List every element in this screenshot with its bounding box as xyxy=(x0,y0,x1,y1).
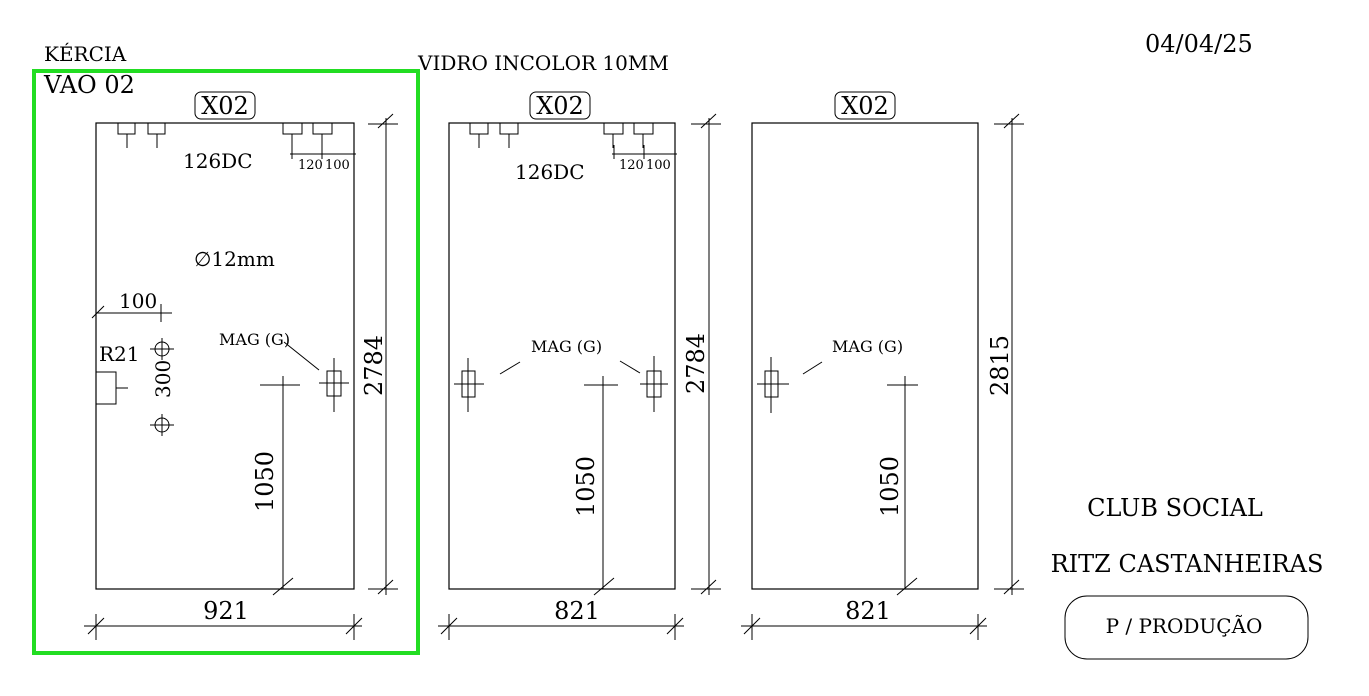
panel-3-handle-dim xyxy=(887,376,918,596)
panel-1-lock-cutout xyxy=(96,371,128,405)
panel-3-mag-label: MAG (G) xyxy=(832,337,903,356)
panel-1-height: 2784 xyxy=(360,335,388,396)
client-name: KÉRCIA xyxy=(44,42,127,66)
panel-1-handle-height: 1050 xyxy=(251,451,279,512)
panel-1-handle-dim xyxy=(260,376,300,596)
panel-1-spacing-label: 300 xyxy=(151,360,175,398)
panel-3-tag-box xyxy=(834,91,896,120)
panel-2-hinges xyxy=(469,123,677,159)
panel-3-tag: X02 xyxy=(841,92,889,120)
drawing-date: 04/04/25 xyxy=(1145,30,1253,58)
panel-1[interactable]: X02 126DC 120 100 ∅12mm 100 R21 300 xyxy=(84,91,398,640)
opening-label: VAO 02 xyxy=(43,71,135,99)
panel-1-width: 921 xyxy=(203,597,249,625)
panel-1-hinge-label: 126DC xyxy=(183,149,253,173)
panel-3-height-dim xyxy=(994,113,1024,595)
panel-1-hole-label: ∅12mm xyxy=(194,247,275,271)
panel-1-corner-label: R21 xyxy=(99,342,140,366)
project-line-2: RITZ CASTANHEIRAS xyxy=(1051,550,1324,578)
panel-1-mag-leader xyxy=(283,341,320,371)
panel-2-width-dim xyxy=(438,614,684,640)
panel-3-handle-height: 1050 xyxy=(876,456,904,517)
panel-2-glass xyxy=(448,122,676,590)
panel-1-edge-dim xyxy=(91,304,172,322)
selected-panel-frame[interactable] xyxy=(32,69,420,655)
panel-1-height-dim xyxy=(368,113,398,595)
panel-1-glass xyxy=(95,122,355,590)
panel-3-width: 821 xyxy=(845,597,891,625)
panel-2-height-dim xyxy=(691,113,721,595)
panel-3-width-dim xyxy=(741,614,987,640)
panel-3-height: 2815 xyxy=(986,335,1014,396)
panel-2-dim-b: 100 xyxy=(646,158,671,173)
panel-2-handle-dim xyxy=(584,376,618,596)
panel-1-tag-box xyxy=(194,91,256,120)
panel-1-dim-a: 120 xyxy=(298,158,323,173)
panel-3-mag-leader xyxy=(802,361,823,375)
panel-2-hinge-label: 126DC xyxy=(515,160,585,184)
panel-3-mag-fitting xyxy=(757,357,789,413)
panel-1-width-dim xyxy=(84,614,363,640)
panel-1-dim-b: 100 xyxy=(325,158,350,173)
panel-1-mag-fitting xyxy=(319,358,349,412)
panel-2-mag-leader-right xyxy=(619,360,641,374)
panel-2-dim-a: 120 xyxy=(619,158,644,173)
panel-3[interactable]: X02 MAG (G) 1050 2815 821 xyxy=(741,91,1024,640)
panel-2-tag: X02 xyxy=(536,92,584,120)
panel-2-mag-leader-left xyxy=(499,361,521,375)
panel-3-glass xyxy=(751,122,979,590)
panel-1-mag-label: MAG (G) xyxy=(219,330,290,349)
panel-1-tag: X02 xyxy=(201,92,249,120)
panel-2-mag-fitting-left xyxy=(454,358,484,412)
panel-2-handle-height: 1050 xyxy=(572,456,600,517)
project-line-1: CLUB SOCIAL xyxy=(1087,494,1263,522)
panel-2-tag-box xyxy=(529,91,591,120)
glass-spec: VIDRO INCOLOR 10MM xyxy=(417,51,669,75)
status-badge[interactable] xyxy=(1064,595,1309,660)
panel-2-height: 2784 xyxy=(682,333,710,394)
panel-2-width: 821 xyxy=(554,597,600,625)
panel-1-hinges xyxy=(117,123,356,159)
panel-1-holes xyxy=(150,338,174,436)
panel-2-mag-fitting-right xyxy=(640,356,668,412)
status-label: P / PRODUÇÃO xyxy=(1106,614,1263,638)
panel-1-edge-label: 100 xyxy=(119,289,157,313)
panel-2[interactable]: X02 126DC 120 100 MAG (G) 1050 2784 82 xyxy=(438,91,721,640)
panel-2-mag-label: MAG (G) xyxy=(531,337,602,356)
